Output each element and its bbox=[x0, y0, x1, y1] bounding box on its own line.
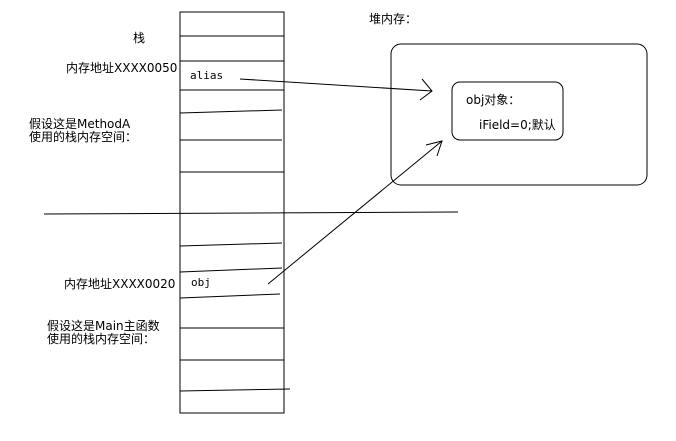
obj-object-box bbox=[451, 81, 564, 141]
heap-title: 堆内存： bbox=[369, 12, 418, 26]
method-a-caption-line1: 假设这是MethodA bbox=[29, 117, 131, 131]
heap-box bbox=[390, 43, 648, 186]
method-a-caption-line2: 使用的栈内存空间： bbox=[29, 130, 138, 144]
obj-arrowhead bbox=[425, 140, 443, 157]
address-alias-label: 内存地址XXXX0050 bbox=[66, 61, 178, 75]
main-caption-line1: 假设这是Main主函数 bbox=[47, 319, 160, 333]
obj-reference-arrow bbox=[267, 140, 443, 285]
stack-cell-line bbox=[179, 109, 283, 114]
stack-cell-line bbox=[179, 293, 281, 299]
stack-cell-line bbox=[179, 267, 283, 273]
obj-object-title: obj对象： bbox=[466, 93, 521, 107]
stack-title: 栈 bbox=[133, 31, 146, 45]
address-obj-label: 内存地址XXXX0020 bbox=[64, 277, 176, 291]
stack-cell-line bbox=[179, 388, 291, 392]
alias-reference-arrow bbox=[239, 78, 433, 92]
obj-field-value: iField=0;默认 bbox=[479, 118, 556, 132]
stack-cell-line bbox=[179, 242, 283, 247]
main-caption-line2: 使用的栈内存空间： bbox=[47, 332, 156, 346]
stack-cell-alias: alias bbox=[190, 69, 224, 82]
stack-cell-obj: obj bbox=[191, 276, 211, 289]
alias-arrowhead bbox=[419, 78, 433, 101]
frame-divider bbox=[43, 211, 459, 215]
